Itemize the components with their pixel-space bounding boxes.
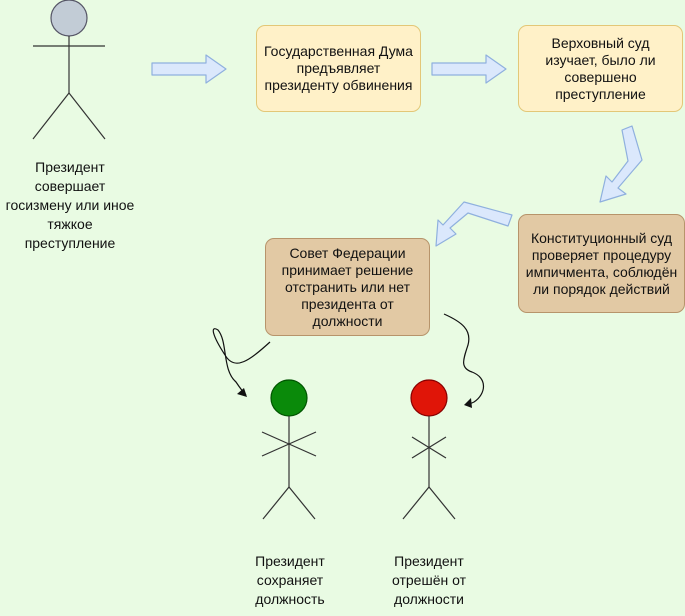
arrow-supreme-to-constitutional	[599, 125, 643, 203]
connector-to-retains	[212, 328, 271, 396]
actor-president-head	[50, 0, 88, 37]
actor-removed-head	[410, 379, 448, 417]
arrow-duma-to-supreme	[431, 54, 507, 84]
box-federation-council: Совет Федерации принимает решение отстра…	[265, 238, 430, 336]
box-constitutional-court: Конституционный суд проверяет процедуру …	[518, 214, 685, 313]
actor-retains	[261, 379, 317, 520]
box-duma-text: Государственная Дума предъявляет президе…	[264, 43, 413, 93]
connector-to-removed-arrowhead	[464, 398, 472, 408]
connector-to-removed	[443, 313, 485, 405]
box-duma: Государственная Дума предъявляет президе…	[256, 25, 421, 112]
box-supreme-court-text: Верховный суд изучает, было ли совершено…	[545, 34, 656, 102]
actor-removed	[402, 379, 456, 520]
connector-to-retains-arrowhead	[237, 388, 247, 397]
label-removed-text: Президент отрешён от должности	[392, 553, 466, 607]
box-federation-council-text: Совет Федерации принимает решение отстра…	[281, 244, 414, 329]
label-president: Президент совершает госизмену или иное т…	[2, 158, 138, 253]
actor-president	[32, 0, 106, 140]
arrow-constitutional-to-federation	[435, 201, 513, 247]
actor-retains-head	[270, 379, 308, 417]
arrow-president-to-duma	[151, 54, 227, 84]
box-supreme-court: Верховный суд изучает, было ли совершено…	[518, 25, 683, 112]
label-retains-text: Президент сохраняет должность	[255, 553, 325, 607]
label-removed: Президент отрешён от должности	[384, 552, 474, 609]
label-president-text: Президент совершает госизмену или иное т…	[5, 159, 135, 251]
label-retains: Президент сохраняет должность	[245, 552, 335, 609]
box-constitutional-court-text: Конституционный суд проверяет процедуру …	[525, 229, 678, 297]
